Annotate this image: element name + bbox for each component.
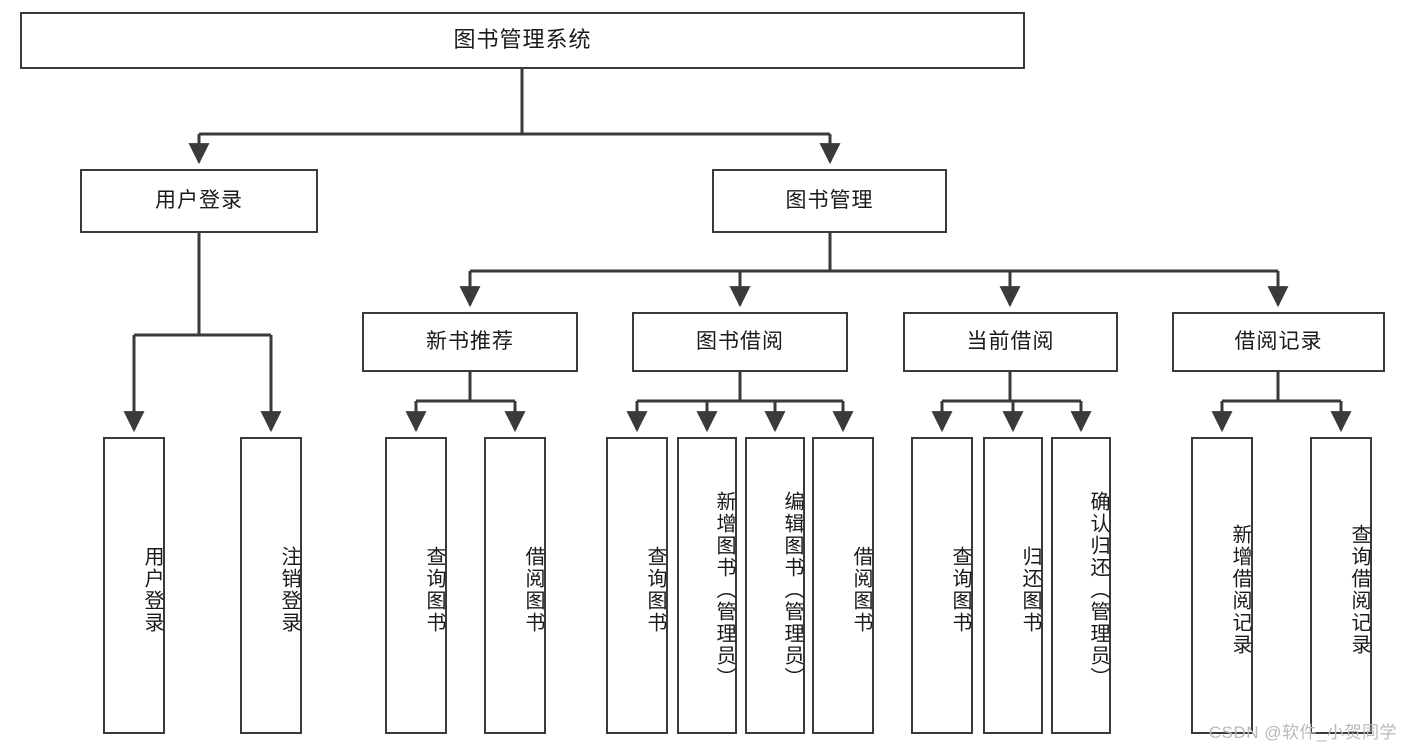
- leaf-edit-book-admin-label: 编辑图书（管理员）: [781, 490, 803, 689]
- node-root[interactable]: 图书管理系统: [20, 12, 1025, 69]
- leaf-confirm-return-admin-label: 确认归还（管理员）: [1087, 490, 1109, 689]
- leaf-logout-label: 注销登录: [278, 545, 300, 634]
- leaf-user-login-label: 用户登录: [141, 545, 163, 634]
- node-current-borrow[interactable]: 当前借阅: [903, 312, 1118, 372]
- leaf-query-books-newbook[interactable]: 查询图书: [385, 437, 447, 734]
- leaf-query-books-borrow-label: 查询图书: [644, 545, 666, 634]
- node-borrow-records[interactable]: 借阅记录: [1172, 312, 1385, 372]
- leaf-query-books-borrow[interactable]: 查询图书: [606, 437, 668, 734]
- node-book-management-label: 图书管理: [785, 189, 874, 213]
- node-borrow-records-label: 借阅记录: [1234, 330, 1323, 354]
- csdn-watermark: CSDN @软件_小贺同学: [1208, 723, 1397, 742]
- leaf-query-borrow-record-label: 查询借阅记录: [1348, 523, 1370, 656]
- node-root-label: 图书管理系统: [453, 27, 592, 53]
- leaf-return-books-label: 归还图书: [1019, 545, 1041, 634]
- leaf-query-borrow-record[interactable]: 查询借阅记录: [1310, 437, 1372, 734]
- leaf-add-borrow-record-label: 新增借阅记录: [1229, 523, 1251, 656]
- leaf-query-books-current[interactable]: 查询图书: [911, 437, 973, 734]
- node-new-book-recommend-label: 新书推荐: [426, 330, 514, 354]
- node-user-login[interactable]: 用户登录: [80, 169, 318, 233]
- node-book-borrow[interactable]: 图书借阅: [632, 312, 848, 372]
- leaf-logout[interactable]: 注销登录: [240, 437, 302, 734]
- leaf-add-book-admin-label: 新增图书（管理员）: [713, 490, 735, 689]
- leaf-borrow-books-newbook-label: 借阅图书: [522, 545, 544, 634]
- leaf-borrow-books-borrow[interactable]: 借阅图书: [812, 437, 874, 734]
- leaf-add-book-admin[interactable]: 新增图书（管理员）: [677, 437, 737, 734]
- node-new-book-recommend[interactable]: 新书推荐: [362, 312, 578, 372]
- leaf-borrow-books-borrow-label: 借阅图书: [850, 545, 872, 634]
- leaf-edit-book-admin[interactable]: 编辑图书（管理员）: [745, 437, 805, 734]
- leaf-confirm-return-admin[interactable]: 确认归还（管理员）: [1051, 437, 1111, 734]
- leaf-borrow-books-newbook[interactable]: 借阅图书: [484, 437, 546, 734]
- node-book-management[interactable]: 图书管理: [712, 169, 947, 233]
- leaf-user-login[interactable]: 用户登录: [103, 437, 165, 734]
- leaf-return-books[interactable]: 归还图书: [983, 437, 1043, 734]
- node-book-borrow-label: 图书借阅: [696, 330, 784, 354]
- node-user-login-label: 用户登录: [155, 189, 243, 213]
- leaf-add-borrow-record[interactable]: 新增借阅记录: [1191, 437, 1253, 734]
- node-current-borrow-label: 当前借阅: [966, 330, 1055, 354]
- leaf-query-books-current-label: 查询图书: [949, 545, 971, 634]
- leaf-query-books-newbook-label: 查询图书: [423, 545, 445, 634]
